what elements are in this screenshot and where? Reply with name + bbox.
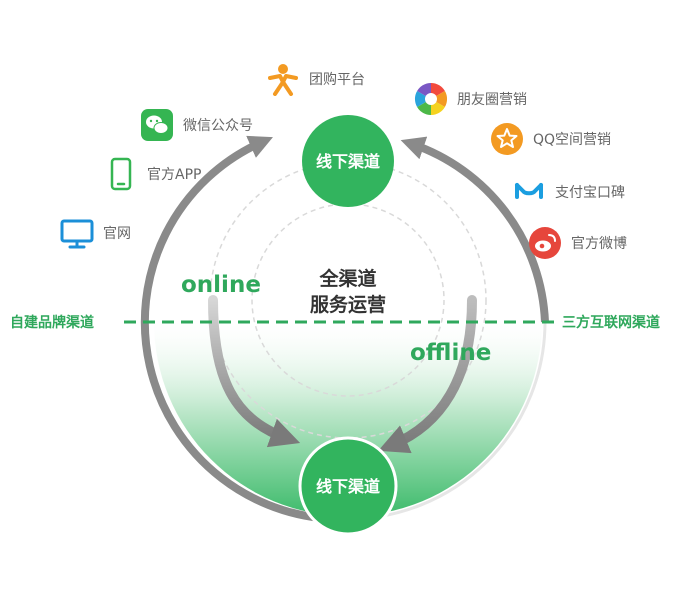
right-outer-arc [400,136,549,323]
online-label: online [181,272,261,298]
qzone-icon [491,123,523,155]
channel-label: 团购平台 [309,72,365,88]
center-title-line2: 服务运营 [310,293,386,316]
channel-label: QQ空间营销 [533,132,612,148]
channel-official-weibo: 官方微博 [528,226,627,260]
channel-label: 官网 [103,226,131,242]
offline-label: offline [410,340,491,366]
mobile-app-icon [110,157,132,191]
channel-label: 官方APP [147,167,202,183]
wechat-icon [141,109,173,141]
channel-label: 支付宝口碑 [555,185,625,201]
offline-arrow [378,295,477,454]
channel-group-buy: 团购平台 [266,62,365,96]
channel-official-app: 官方APP [104,157,201,191]
online-offline-bowl [154,322,542,516]
left-side-label: 自建品牌渠道 [10,314,94,331]
right-side-label: 三方互联网渠道 [562,314,660,331]
channel-label: 官方微博 [571,236,627,252]
monitor-icon [60,219,94,249]
weibo-icon [529,227,561,259]
bottom-offline-node: 线下渠道 [298,436,398,536]
center-title-line1: 全渠道 [318,267,376,290]
top-offline-node: 线下渠道 [302,115,394,207]
top-node-label: 线下渠道 [316,152,380,171]
channel-moments: 朋友圈营销 [414,82,527,116]
outer-light-ring [347,321,547,521]
bottom-node-label: 线下渠道 [316,477,380,496]
channel-label: 朋友圈营销 [457,92,527,108]
channel-label: 微信公众号 [183,118,253,134]
moments-icon [414,82,448,116]
alipay-koubei-icon [515,183,543,199]
online-arrow [208,295,301,448]
channel-qzone: QQ空间营销 [490,122,611,156]
channel-alipay-koubei: 支付宝口碑 [512,175,625,209]
group-buy-icon [268,64,298,96]
channel-official-website: 官网 [60,216,131,250]
left-outer-arc [140,135,349,524]
channel-wechat: 微信公众号 [140,108,253,142]
